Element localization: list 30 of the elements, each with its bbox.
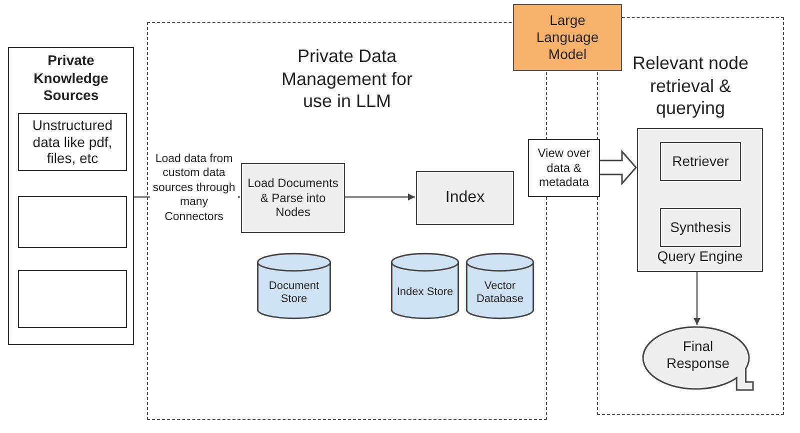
node-text: Retriever — [672, 153, 729, 170]
source-box — [18, 113, 127, 171]
arrow — [344, 194, 415, 200]
region-title: Private Data Management for use in LLM — [280, 45, 414, 112]
process-box — [241, 163, 345, 233]
node-text: Final Response — [665, 338, 731, 372]
node-text: Load Documents & Parse into Nodes — [246, 176, 340, 220]
node-text: View over data & metadata — [536, 146, 592, 190]
model-box — [513, 4, 622, 71]
query-engine-box — [637, 128, 763, 272]
process-box — [416, 171, 514, 225]
region-title: Relevant node retrieval & querying — [631, 52, 750, 120]
dashed-region — [597, 17, 784, 415]
block-arrow — [599, 150, 637, 186]
source-box — [18, 196, 127, 248]
source-panel — [8, 47, 134, 345]
node-text: Document Store — [268, 280, 320, 306]
node-text: Query Engine — [657, 248, 743, 265]
node-text: Synthesis — [670, 219, 731, 236]
process-box — [660, 142, 741, 181]
node-text: Vector Database — [475, 280, 525, 306]
node-text: Index — [445, 188, 485, 208]
panel-heading: Private Knowledge Sources — [32, 52, 110, 104]
node-text: Index Store — [396, 286, 454, 300]
node-text: Unstructured data like pdf, files, etc — [31, 116, 114, 168]
view-box — [528, 139, 600, 197]
node-text: Large Language Model — [535, 12, 600, 63]
arrow — [694, 271, 700, 325]
process-box — [660, 208, 741, 247]
source-box — [18, 270, 127, 328]
